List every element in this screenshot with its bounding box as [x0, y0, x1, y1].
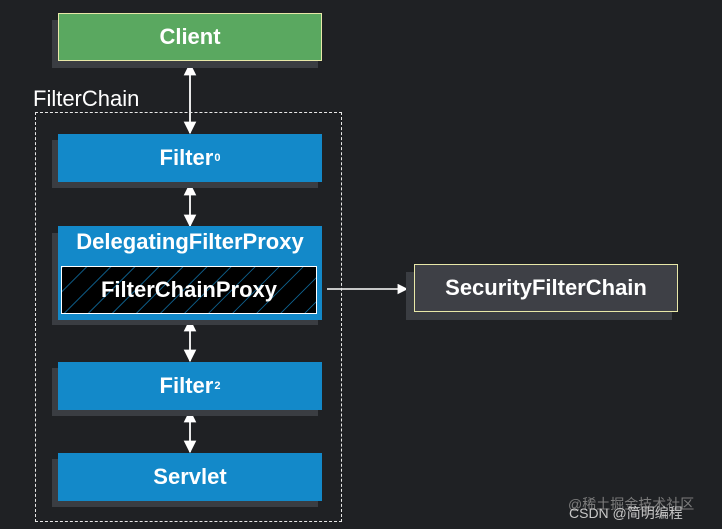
servlet-box: Servlet — [58, 453, 322, 501]
filter-chain-frame — [35, 112, 342, 522]
filter2-subscript: 2 — [214, 380, 221, 392]
filter0-subscript: 0 — [214, 152, 221, 164]
watermark-csdn: CSDN @简明编程 — [569, 505, 683, 521]
filter2-label: Filter — [159, 373, 214, 398]
filter-chain-label: FilterChain — [33, 86, 140, 111]
filter-chain-proxy-label: FilterChainProxy — [100, 277, 278, 302]
filter0-label: Filter — [159, 145, 214, 170]
filter-chain-proxy-box: FilterChainProxy — [61, 266, 317, 314]
hatch-pattern — [62, 267, 316, 313]
client-box: Client — [58, 13, 322, 61]
watermark-juejin: @稀土掘金技术社区 — [568, 496, 695, 512]
delegating-filter-proxy-box: DelegatingFilterProxy FilterChainProxy — [58, 226, 322, 320]
security-filter-chain-label: SecurityFilterChain — [445, 275, 647, 300]
servlet-label: Servlet — [153, 464, 227, 489]
client-label: Client — [159, 24, 221, 49]
security-filter-chain-box: SecurityFilterChain — [414, 264, 678, 312]
delegating-filter-proxy-label: DelegatingFilterProxy — [76, 229, 304, 254]
